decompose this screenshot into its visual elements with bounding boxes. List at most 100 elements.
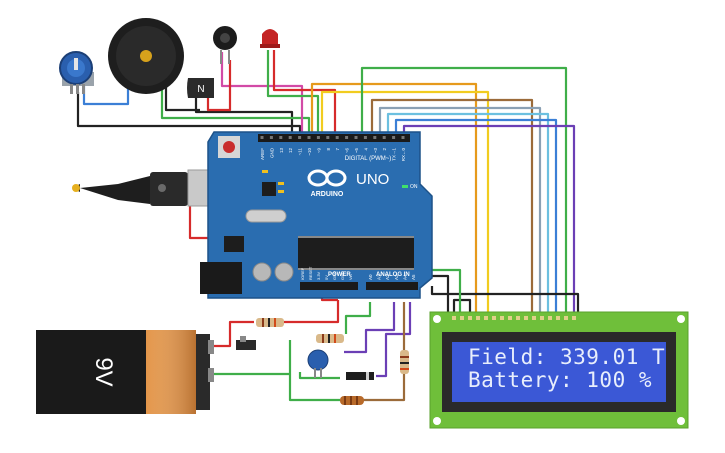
lcd-pin[interactable] <box>492 316 496 320</box>
arduino-logo <box>307 169 347 187</box>
wire-black-buzzer[interactable] <box>164 82 200 112</box>
digital-pin-label: 12 <box>288 148 293 154</box>
wire-red-transistor[interactable] <box>206 60 232 112</box>
red-led[interactable] <box>260 29 280 48</box>
wire-cyan-lcd[interactable] <box>386 112 550 316</box>
digital-pin-label: ~11 <box>298 148 303 156</box>
inductor[interactable] <box>340 396 364 405</box>
analog-header[interactable] <box>366 282 418 290</box>
lcd-pin[interactable] <box>460 316 464 320</box>
digital-pin-label: 7 <box>335 148 340 151</box>
digital-pin-socket[interactable] <box>260 136 264 139</box>
lcd-pin[interactable] <box>524 316 528 320</box>
wire-blue-pot[interactable] <box>82 82 130 106</box>
digital-pin-socket[interactable] <box>363 136 367 139</box>
digital-pin-socket[interactable] <box>279 136 283 139</box>
digital-pin-label: ~6 <box>345 148 350 154</box>
digital-pin-socket[interactable] <box>326 136 330 139</box>
digital-pin-socket[interactable] <box>269 136 273 139</box>
potentiometer[interactable] <box>59 51 94 94</box>
digital-pin-socket[interactable] <box>298 136 302 139</box>
wire-green-led[interactable] <box>266 50 320 140</box>
9v-battery[interactable]: 9V <box>36 330 214 414</box>
transistor-label: N <box>197 84 204 95</box>
digital-pin-label: ~3 <box>373 148 378 154</box>
wire-green-pot[interactable] <box>160 78 311 140</box>
wire-green-loop[interactable] <box>288 374 340 402</box>
microphone[interactable] <box>213 26 237 64</box>
lcd-pin[interactable] <box>540 316 544 320</box>
slide-switch[interactable] <box>236 336 256 350</box>
power-pin-label: RESET <box>308 266 313 280</box>
wire-red-resistor[interactable] <box>284 300 340 324</box>
resistor-2[interactable] <box>316 334 344 343</box>
lcd-16x2-module[interactable] <box>429 311 689 429</box>
lcd-pin[interactable] <box>500 316 504 320</box>
wire-red-battery[interactable] <box>214 320 254 348</box>
wire-purple-a3[interactable] <box>344 302 396 354</box>
diode[interactable] <box>346 372 374 380</box>
lcd-pin[interactable] <box>564 316 568 320</box>
digital-pin-socket[interactable] <box>373 136 377 139</box>
digital-pin-socket[interactable] <box>335 136 339 139</box>
analog-pin-label: A5 <box>411 274 416 280</box>
lcd-pin[interactable] <box>468 316 472 320</box>
digital-pin-socket[interactable] <box>382 136 386 139</box>
lcd-pin[interactable] <box>556 316 560 320</box>
digital-pin-socket[interactable] <box>307 136 311 139</box>
digital-pin-label: 4 <box>363 148 368 151</box>
wire-red-led[interactable] <box>272 50 337 140</box>
wire-orange-lcd[interactable] <box>310 82 478 316</box>
arduino-model-text: UNO <box>356 171 389 188</box>
wire-purple-a5[interactable] <box>376 302 412 378</box>
digital-pin-socket[interactable] <box>345 136 349 139</box>
power-pin-label: GND <box>332 271 337 280</box>
wire-blue-lcd[interactable] <box>394 118 558 316</box>
power-pin-label: 3.3V <box>316 271 321 280</box>
lcd-pin[interactable] <box>484 316 488 320</box>
lcd-line-1: Field: 339.01 T <box>468 345 666 369</box>
wire-green-lcd[interactable] <box>360 66 568 316</box>
ceramic-capacitor[interactable] <box>307 349 329 378</box>
arduino-uno-board[interactable]: ARDUINO UNO DIGITAL (PWM~) POWER ANALOG … <box>200 131 433 299</box>
arduino-brand-text: ARDUINO <box>311 191 344 198</box>
lcd-pin[interactable] <box>452 316 456 320</box>
wire-brown-a4[interactable] <box>362 302 406 402</box>
analog-pin-label: A3 <box>394 274 399 280</box>
digital-pin-socket[interactable] <box>288 136 292 139</box>
analog-pin-label: A2 <box>385 274 390 280</box>
on-label: ON <box>410 184 418 190</box>
wire-black-lcd-2[interactable] <box>452 298 472 316</box>
wire-green-a0[interactable] <box>344 302 372 334</box>
resistor-1[interactable] <box>256 318 284 327</box>
digital-pin-socket[interactable] <box>401 136 405 139</box>
lcd-pin[interactable] <box>516 316 520 320</box>
piezo-buzzer[interactable] <box>108 18 184 94</box>
digital-pin-socket[interactable] <box>392 136 396 139</box>
digital-pin-label: 8 <box>326 148 331 151</box>
lcd-pin[interactable] <box>572 316 576 320</box>
digital-pin-socket[interactable] <box>316 136 320 139</box>
lcd-pin[interactable] <box>476 316 480 320</box>
transistor[interactable]: N <box>187 78 214 98</box>
digital-pin-socket[interactable] <box>354 136 358 139</box>
wire-brown-lcd[interactable] <box>370 98 534 316</box>
lcd-pin[interactable] <box>532 316 536 320</box>
lcd-pin[interactable] <box>548 316 552 320</box>
resistor-3[interactable] <box>400 350 409 374</box>
wire-pink-mic[interactable] <box>220 52 304 140</box>
wire-green-diode[interactable] <box>298 372 340 380</box>
digital-header[interactable] <box>258 134 410 142</box>
power-header[interactable] <box>300 282 358 290</box>
lcd-pin[interactable] <box>508 316 512 320</box>
wire-black-lcd[interactable] <box>430 286 580 316</box>
lcd-screen <box>452 342 666 402</box>
power-jack[interactable] <box>200 262 242 294</box>
wire-gray-lcd[interactable] <box>378 106 542 316</box>
wire-black-transistor[interactable] <box>194 98 294 140</box>
wire-yellow-lcd[interactable] <box>320 90 490 316</box>
battery-label: 9V <box>90 357 117 386</box>
